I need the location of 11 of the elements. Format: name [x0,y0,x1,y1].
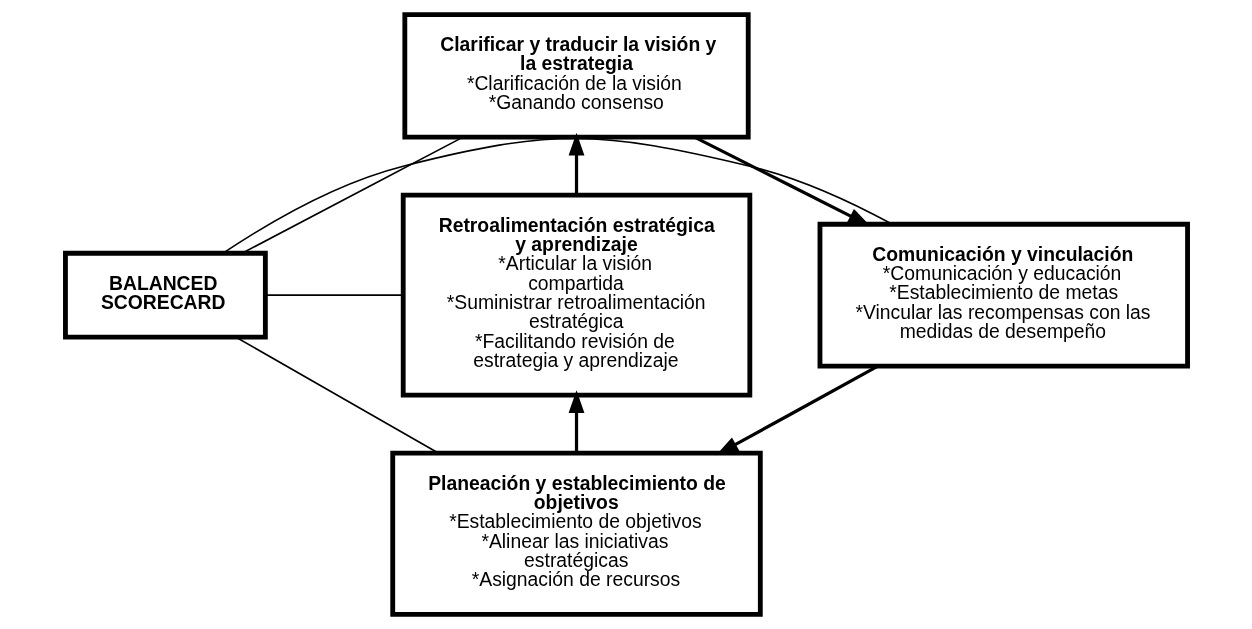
connector [264,294,404,296]
node-box: Clarificar y traducir la visión y la estrategia *Clarificación de la visión *Ganando consenso [401,12,751,140]
node-box: Retroalimentación estratégica y aprendizaje *Articular la visión compartida *Suministrar retroalimentación estratégica *Facilitando revisión de estrategia y aprendizaje [400,192,752,398]
connector [221,137,893,254]
node-box: BALANCED SCORECARD [62,250,268,340]
node-box: Comunicación y vinculación *Comunicación y educación *Establecimiento de metas *Vincular las recompensas con las medidas de desempeño [817,221,1190,369]
connector [234,336,439,454]
node-box: Planeación y establecimiento de objetivos *Establecimiento de objetivos *Alinear las iniciativas estratégicas *Asignación de recursos [389,450,763,617]
arrow [568,132,584,196]
connector [241,136,463,254]
arrow [568,390,584,453]
